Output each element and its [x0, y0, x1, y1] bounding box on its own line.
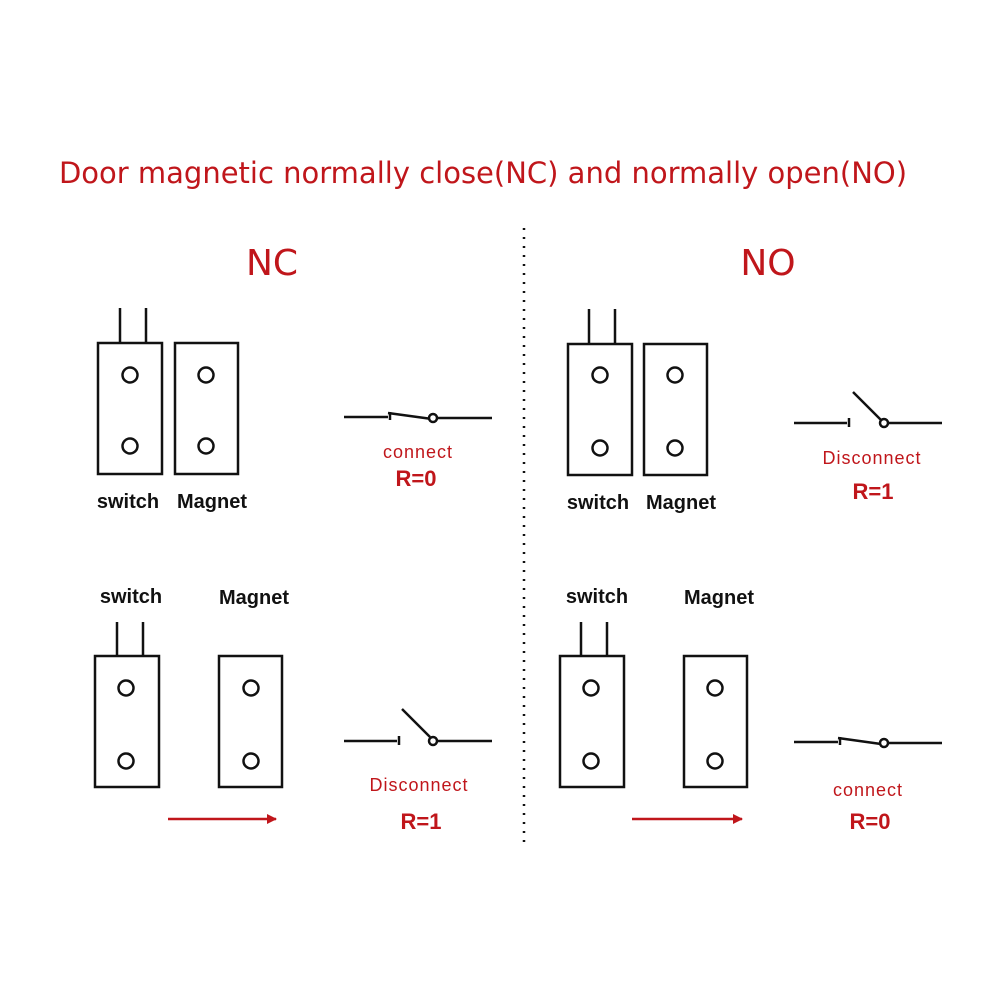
switch-blade: [401, 708, 431, 738]
mounting-hole: [197, 366, 215, 384]
magnet-label: Magnet: [219, 587, 289, 609]
switch-symbol-closed: [794, 736, 942, 749]
switch-symbol-open: [344, 708, 492, 747]
switch-symbol-closed: [344, 411, 492, 424]
nc-closed-state: connect: [383, 442, 453, 462]
no-closed-state: Disconnect: [822, 448, 921, 468]
nc-heading: NC: [246, 243, 298, 284]
mounting-hole: [117, 679, 135, 697]
switch-label: switch: [97, 491, 159, 513]
nc-closed-sensor: [96, 308, 240, 476]
magnet-label: Magnet: [177, 491, 247, 513]
mounting-hole: [242, 679, 260, 697]
switch-label: switch: [566, 586, 628, 608]
no-open-resistance: R=0: [850, 809, 891, 834]
pivot-terminal: [878, 737, 890, 749]
mounting-hole: [706, 752, 724, 770]
mounting-hole: [121, 437, 139, 455]
mounting-hole: [121, 366, 139, 384]
switch-blade: [837, 736, 882, 746]
mounting-hole: [197, 437, 215, 455]
no-closed-sensor: [566, 309, 709, 477]
no-open-state: connect: [833, 780, 903, 800]
switch-label: switch: [567, 492, 629, 514]
mounting-hole: [666, 366, 684, 384]
switch-blade: [852, 391, 882, 421]
mounting-hole: [117, 752, 135, 770]
no-open-sensor: [558, 622, 749, 789]
switch-label: switch: [100, 586, 162, 608]
mounting-hole: [591, 439, 609, 457]
magnet-label: Magnet: [684, 587, 754, 609]
nc-open-sensor: [93, 622, 284, 789]
mounting-hole: [706, 679, 724, 697]
mounting-hole: [582, 679, 600, 697]
nc-open-state: Disconnect: [369, 775, 468, 795]
magnet-body: [642, 342, 709, 477]
switch-symbol-open: [794, 391, 942, 429]
mounting-hole: [666, 439, 684, 457]
mounting-hole: [582, 752, 600, 770]
nc-closed-resistance: R=0: [396, 466, 437, 491]
switch-blade: [387, 411, 433, 421]
magnet-label: Magnet: [646, 492, 716, 514]
no-closed-resistance: R=1: [853, 479, 894, 504]
pivot-terminal: [878, 417, 890, 429]
pivot-terminal: [427, 735, 439, 747]
no-heading: NO: [740, 243, 795, 284]
nc-open-resistance: R=1: [401, 809, 442, 834]
mounting-hole: [591, 366, 609, 384]
mounting-hole: [242, 752, 260, 770]
pivot-terminal: [427, 412, 439, 424]
diagram-title: Door magnetic normally close(NC) and nor…: [59, 156, 907, 190]
